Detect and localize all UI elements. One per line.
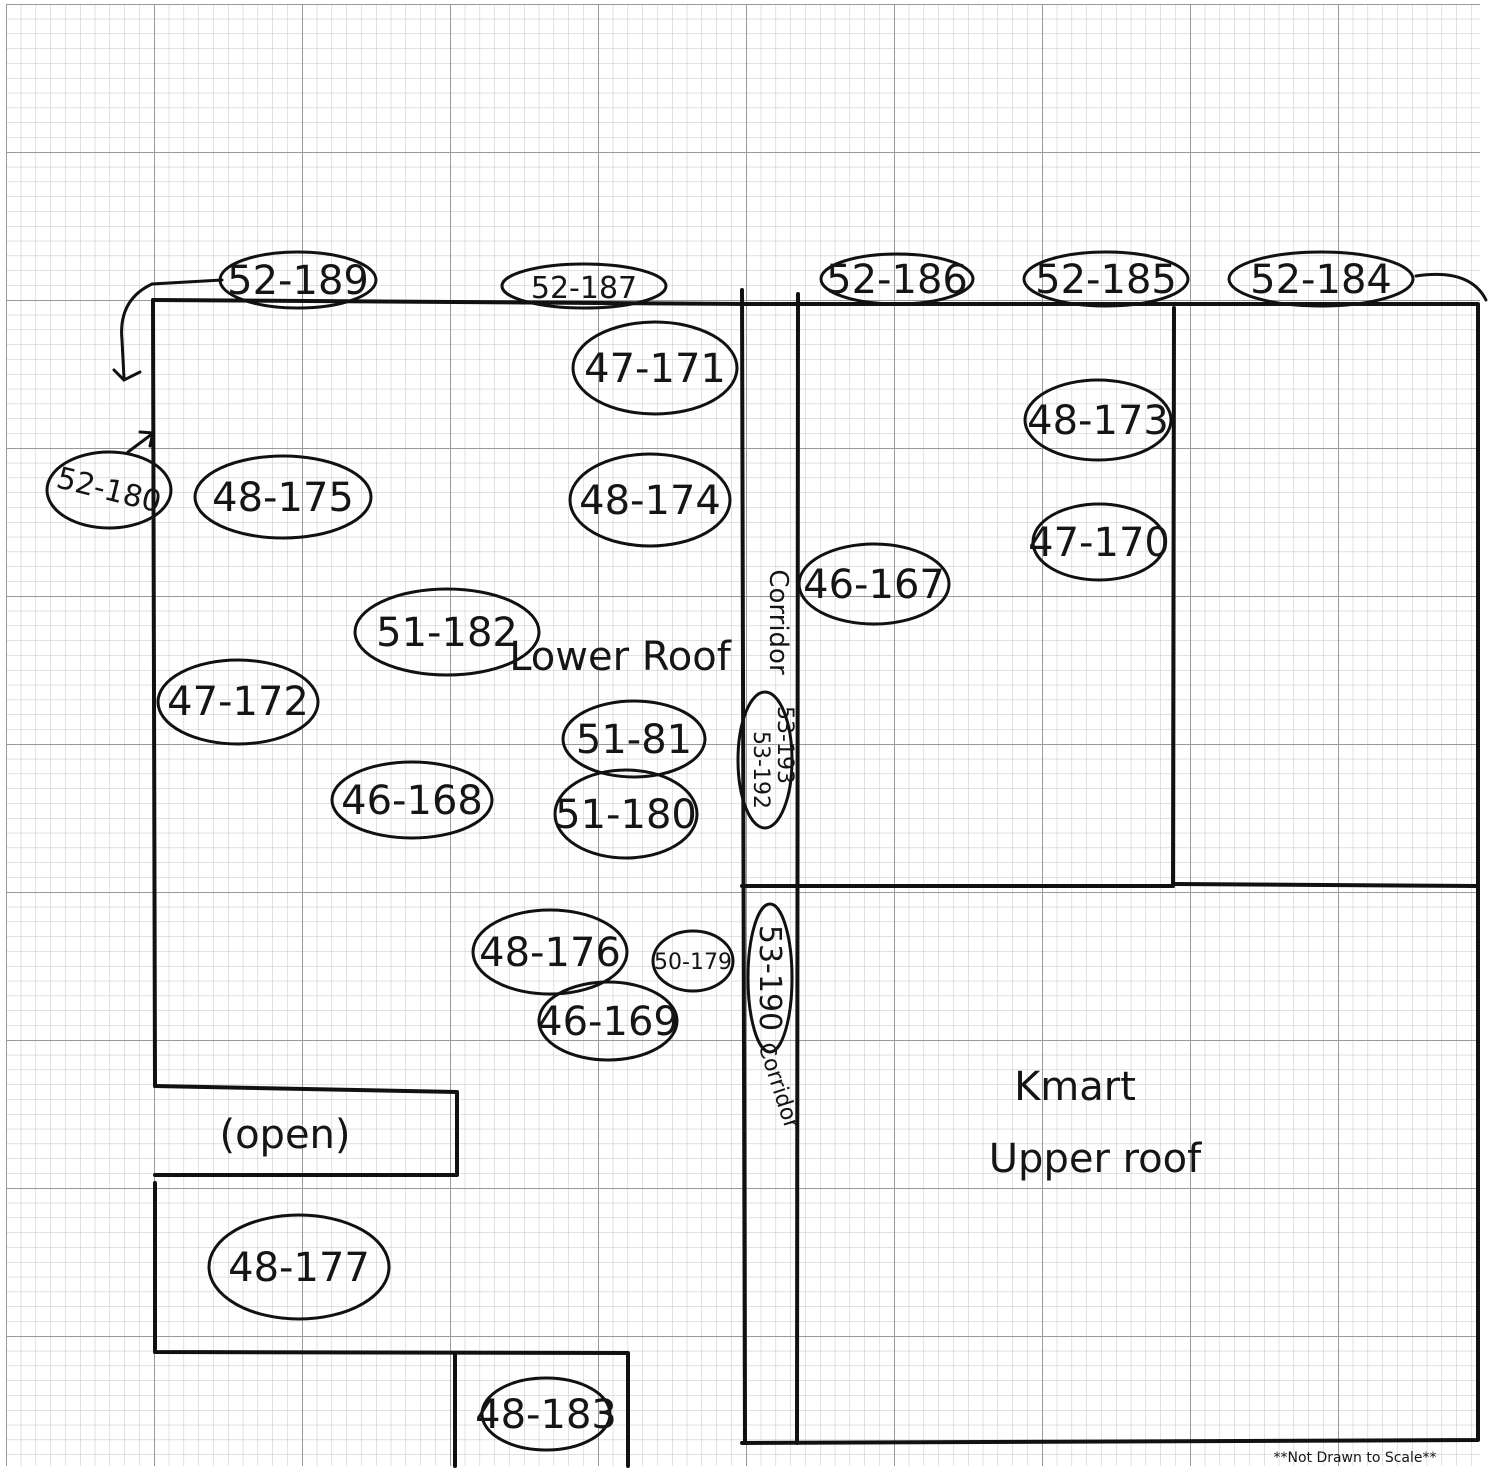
corridor-label-top: Corridor bbox=[763, 569, 793, 675]
room-label: 51-81 bbox=[576, 717, 692, 763]
arrow-52-184 bbox=[1414, 272, 1488, 302]
connector-arrows bbox=[112, 272, 1488, 454]
corridor-room-label: 53-192 bbox=[748, 731, 773, 809]
corridor-room-label: 53-190 bbox=[752, 925, 787, 1031]
corridor-left-wall bbox=[740, 288, 747, 1445]
open-area-label: (open) bbox=[219, 1112, 350, 1158]
top-labels: 52-189 52-187 52-186 52-185 52-184 bbox=[227, 257, 1392, 306]
inner-wall-vertical bbox=[1171, 306, 1176, 888]
room-label: 51-182 bbox=[376, 610, 518, 656]
room-label: 46-168 bbox=[341, 778, 483, 824]
top-label: 52-184 bbox=[1250, 257, 1392, 303]
room-label: 48-174 bbox=[579, 478, 721, 524]
room-label: 46-167 bbox=[803, 562, 945, 608]
corridor-room-label: 53-193 bbox=[772, 706, 797, 784]
room-label: 48-177 bbox=[228, 1245, 370, 1291]
room-label: 46-169 bbox=[537, 999, 679, 1045]
room-label: 48-173 bbox=[1027, 398, 1169, 444]
kmart-divider bbox=[1172, 882, 1480, 888]
room-label: 48-183 bbox=[475, 1392, 617, 1438]
room-label: 48-175 bbox=[212, 475, 354, 521]
area-labels: (open) Lower Roof Kmart Upper roof bbox=[219, 634, 1202, 1182]
room-label: 50-179 bbox=[654, 950, 732, 975]
room-label: 48-176 bbox=[479, 930, 621, 976]
kmart-label: Kmart bbox=[1014, 1064, 1136, 1110]
lower-left-block bbox=[153, 1181, 630, 1468]
room-labels: 47-171 48-174 48-175 52-180 51-182 47-17… bbox=[53, 346, 1170, 1438]
room-label: 47-170 bbox=[1028, 520, 1170, 566]
top-label: 52-189 bbox=[227, 258, 369, 304]
top-label: 52-185 bbox=[1035, 257, 1177, 303]
corridor-right-wall bbox=[795, 292, 800, 1445]
left-wall bbox=[151, 298, 157, 1088]
arrow-52-180 bbox=[126, 432, 154, 454]
top-label: 52-187 bbox=[531, 271, 637, 306]
top-label: 52-186 bbox=[826, 257, 968, 303]
room-label: 47-172 bbox=[167, 679, 309, 725]
outer-wall bbox=[151, 298, 1480, 1445]
upper-roof-label: Upper roof bbox=[989, 1136, 1202, 1182]
not-to-scale-note: **Not Drawn to Scale** bbox=[1273, 1450, 1436, 1466]
arrow-52-189 bbox=[120, 278, 224, 380]
room-label: 51-180 bbox=[555, 792, 697, 838]
lower-roof-label: Lower Roof bbox=[509, 634, 731, 680]
open-area-outline bbox=[153, 1084, 459, 1177]
building-outline bbox=[151, 288, 1480, 1468]
label-ellipses bbox=[45, 250, 1415, 1452]
room-label: 47-171 bbox=[584, 346, 726, 392]
